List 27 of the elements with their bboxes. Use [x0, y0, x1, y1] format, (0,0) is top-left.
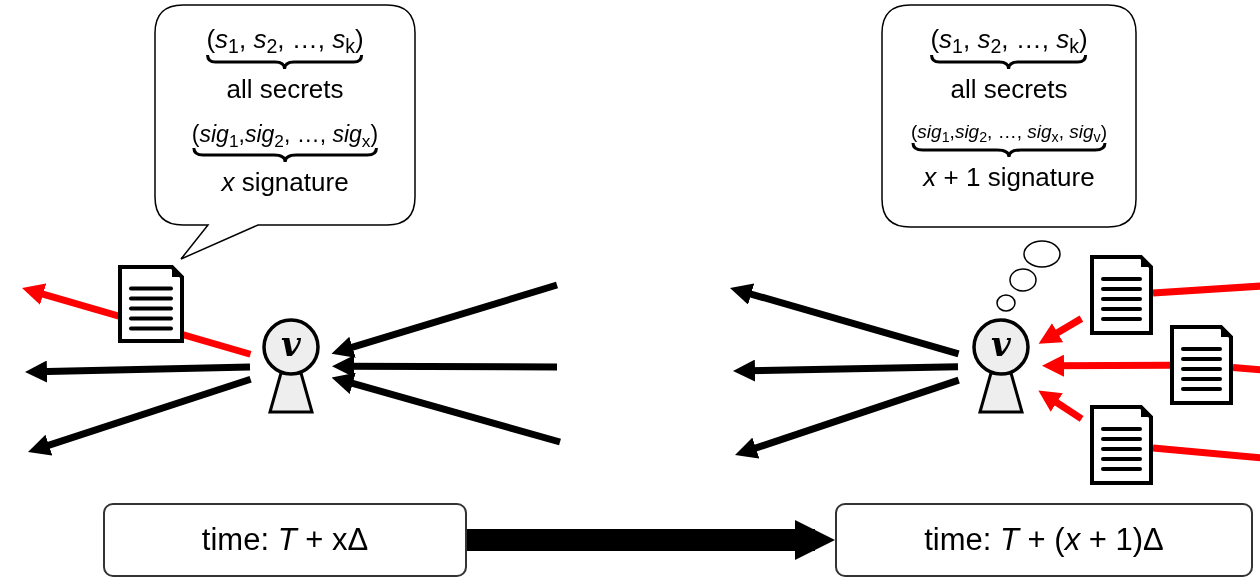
document-icon — [1090, 405, 1153, 485]
arrow — [735, 376, 960, 459]
arrow — [467, 520, 835, 560]
tuple-text: (sig$_{1}$,sig$_{2}$, …, sig$_{x}$) — [191, 121, 379, 148]
time-panel: time: T + xΔ — [103, 503, 467, 577]
arrow — [331, 372, 561, 446]
arrow — [331, 281, 558, 358]
tuple-text: (s$_{1}$, s$_{2}$, …, s$_{k}$) — [930, 25, 1088, 55]
arrow — [1038, 315, 1084, 344]
arrow — [1042, 354, 1170, 377]
tuple-text: (s$_{1}$, s$_{2}$, …, s$_{k}$) — [206, 25, 364, 55]
document-icon — [1170, 325, 1233, 405]
arrow — [733, 359, 959, 382]
node-label: v — [280, 324, 302, 364]
caption-text: all secrets — [226, 74, 344, 104]
arrow — [730, 283, 960, 358]
caption-text: x + 1 signature — [923, 163, 1095, 192]
caption-text: x signature — [221, 167, 349, 197]
tuple-text: (sig$_{1}$,sig$_{2}$, …, sig$_{x}$, sig$_{v}$) — [911, 121, 1107, 144]
arrow — [1038, 390, 1084, 422]
document-icon — [118, 265, 184, 343]
caption-text: all secrets — [950, 74, 1068, 104]
arrow — [28, 375, 252, 456]
arrow — [25, 360, 251, 383]
time-panel: time: T + (x + 1)Δ — [835, 503, 1253, 577]
document-icon — [1090, 255, 1153, 335]
node-label: v — [990, 324, 1012, 364]
